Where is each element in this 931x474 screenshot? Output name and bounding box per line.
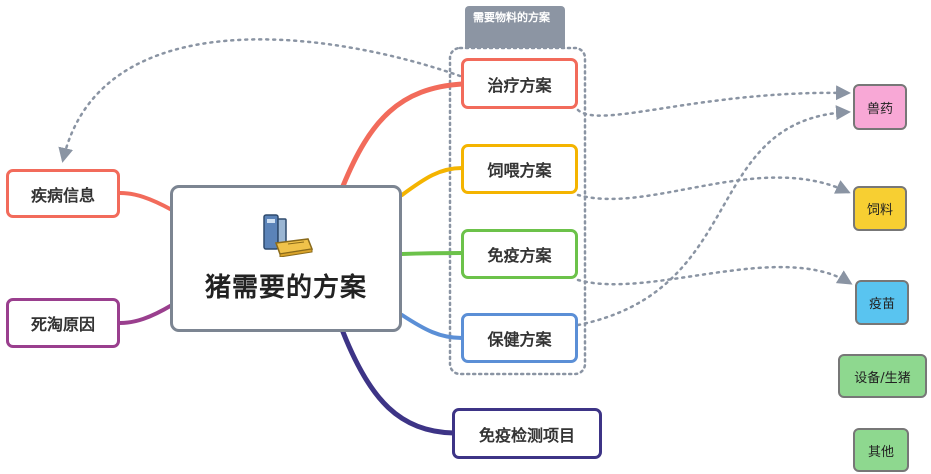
topic-immunization[interactable]: 免疫方案	[461, 229, 578, 279]
topic-label: 疾病信息	[30, 185, 95, 205]
branch-death-cause	[118, 303, 174, 325]
branch-immune-testing	[340, 329, 457, 436]
branch-treatment	[340, 81, 465, 189]
topic-label: 保健方案	[487, 330, 552, 349]
material-other[interactable]: 其他	[853, 428, 909, 472]
material-vet-drugs[interactable]: 兽药	[853, 84, 907, 130]
relation-feeding-to-feed	[576, 176, 851, 201]
relation-immunization-to-vaccine	[576, 265, 853, 286]
boundary-label: 需要物料的方案	[465, 6, 565, 48]
relation-treatment-to-vetdrugs	[576, 85, 851, 117]
branch-feeding	[400, 166, 464, 197]
branch-health-care	[400, 313, 464, 340]
central-topic-title: 猪需要的方案	[204, 273, 367, 303]
material-label: 兽药	[866, 101, 893, 117]
material-label: 饲料	[866, 203, 893, 218]
material-equipment[interactable]: 设备/生猪	[838, 354, 927, 398]
topic-label: 免疫方案	[487, 246, 552, 265]
material-label: 疫苗	[868, 297, 895, 312]
topic-label: 治疗方案	[487, 75, 552, 95]
topic-immune-testing[interactable]: 免疫检测项目	[452, 408, 602, 459]
topic-treatment[interactable]: 治疗方案	[461, 58, 578, 109]
material-label: 其他	[867, 444, 894, 460]
branch-immunization	[400, 251, 464, 256]
material-feed[interactable]: 饲料	[853, 186, 907, 231]
topic-label: 死淘原因	[30, 315, 95, 334]
central-topic[interactable]: 猪需要的方案	[170, 185, 402, 332]
topic-death-cause[interactable]: 死淘原因	[6, 298, 120, 348]
books-icon	[258, 213, 314, 261]
topic-label: 饲喂方案	[487, 161, 552, 180]
boundary-frame	[448, 46, 587, 376]
material-vaccine[interactable]: 疫苗	[855, 280, 909, 325]
material-label: 设备/生猪	[854, 370, 911, 386]
topic-label: 免疫检测项目	[478, 425, 575, 445]
relation-treatment-to-disease	[58, 38, 462, 163]
topic-health-care[interactable]: 保健方案	[461, 313, 578, 363]
topic-feeding[interactable]: 饲喂方案	[461, 144, 578, 194]
relation-healthcare-to-vetdrugs	[576, 105, 851, 327]
topic-disease-info[interactable]: 疾病信息	[6, 169, 120, 218]
branch-disease-info	[118, 191, 174, 212]
